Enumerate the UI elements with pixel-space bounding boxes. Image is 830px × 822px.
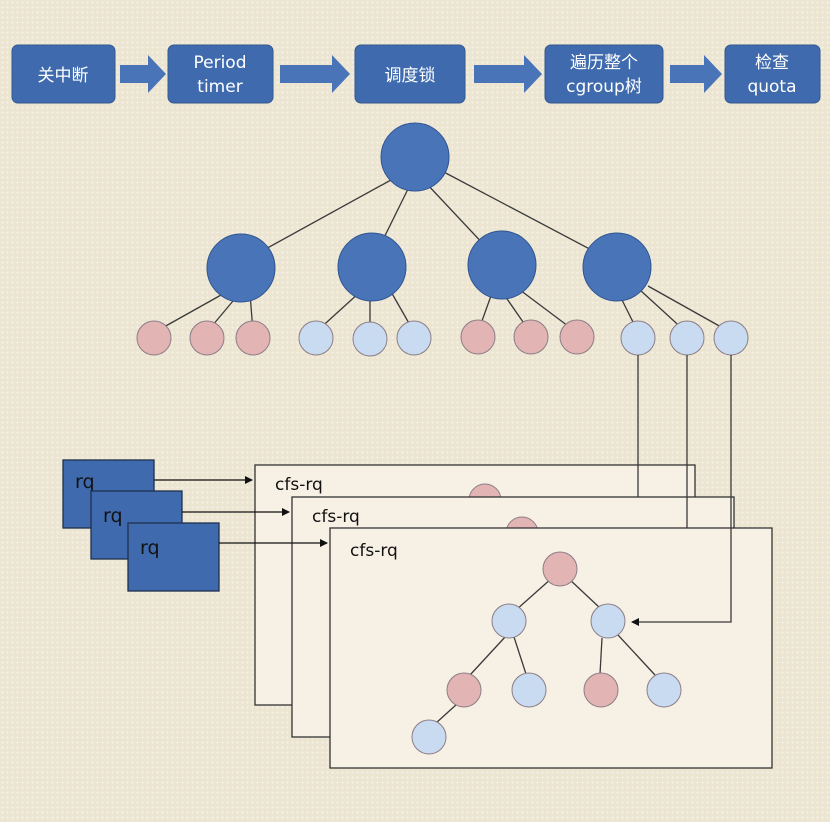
step-label-quota: quota [747, 77, 796, 97]
step-box-check-quota [724, 44, 821, 104]
cfs-node-pink [542, 551, 578, 587]
cfs-rq-label: cfs-rq [350, 541, 398, 561]
step-label-sched-lock: 调度锁 [385, 66, 436, 86]
rq-box-cpu2 [127, 522, 220, 592]
leaf-blue [352, 321, 388, 357]
cfs-tree-nodes [411, 551, 682, 755]
leaf-blue [669, 320, 705, 356]
leaf-blue [713, 320, 749, 356]
cfs-node-blue [511, 672, 547, 708]
step-label-cgroup-tree: cgroup树 [566, 77, 642, 97]
cgroup-leaf-nodes [136, 319, 749, 357]
cgroup-node-2 [337, 232, 407, 302]
rq-boxes: rq rq rq [62, 459, 220, 592]
leaf-pink [136, 320, 172, 356]
step-label-check: 检查 [755, 53, 789, 73]
cfs-node-blue [491, 603, 527, 639]
cgroup-node-4 [582, 232, 652, 302]
cfs-node-pink [583, 672, 619, 708]
pipeline: 关中断 Period timer 调度锁 遍历整个 cgroup树 检查 quo… [11, 44, 821, 104]
leaf-pink [559, 319, 595, 355]
rq-to-cfs-arrows [154, 476, 328, 547]
cfs-node-blue [590, 603, 626, 639]
rq-label: rq [75, 471, 95, 493]
leaf-blue [620, 320, 656, 356]
arrow-2-icon [280, 55, 350, 93]
leaf-to-cfs-connectors [631, 355, 732, 626]
rq-label: rq [140, 537, 160, 559]
leaf-pink [235, 320, 271, 356]
leaf-blue [298, 320, 334, 356]
step-label-disable-irq: 关中断 [38, 66, 89, 86]
leaf-pink [513, 319, 549, 355]
cgroup-node-1 [206, 233, 276, 303]
step-box-walk-cgroup [544, 44, 664, 104]
leaf-pink [189, 320, 225, 356]
cgroup-tree-nodes [206, 122, 652, 303]
cfs-rq-label: cfs-rq [312, 507, 360, 527]
step-label-timer: timer [197, 77, 242, 97]
step-box-disable-irq [11, 44, 116, 104]
cfs-node-pink [446, 672, 482, 708]
cfs-tree-edges [435, 577, 656, 724]
rq-label: rq [103, 505, 123, 527]
leaf-pink [460, 319, 496, 355]
step-label-walk: 遍历整个 [570, 53, 638, 73]
cfs-node-blue [646, 672, 682, 708]
leaf-blue [396, 320, 432, 356]
step-box-sched-lock [354, 44, 466, 104]
arrow-1-icon [120, 55, 166, 93]
step-label-period: Period [193, 53, 246, 73]
arrow-3-icon [474, 55, 542, 93]
cfs-node-blue [411, 719, 447, 755]
arrow-4-icon [670, 55, 722, 93]
root-cgroup-node [380, 122, 450, 192]
cfs-rq-label: cfs-rq [275, 475, 323, 495]
step-box-period-timer [167, 44, 274, 104]
cfs-rq-panel-front: cfs-rq [329, 527, 773, 769]
cgroup-node-3 [467, 230, 537, 300]
